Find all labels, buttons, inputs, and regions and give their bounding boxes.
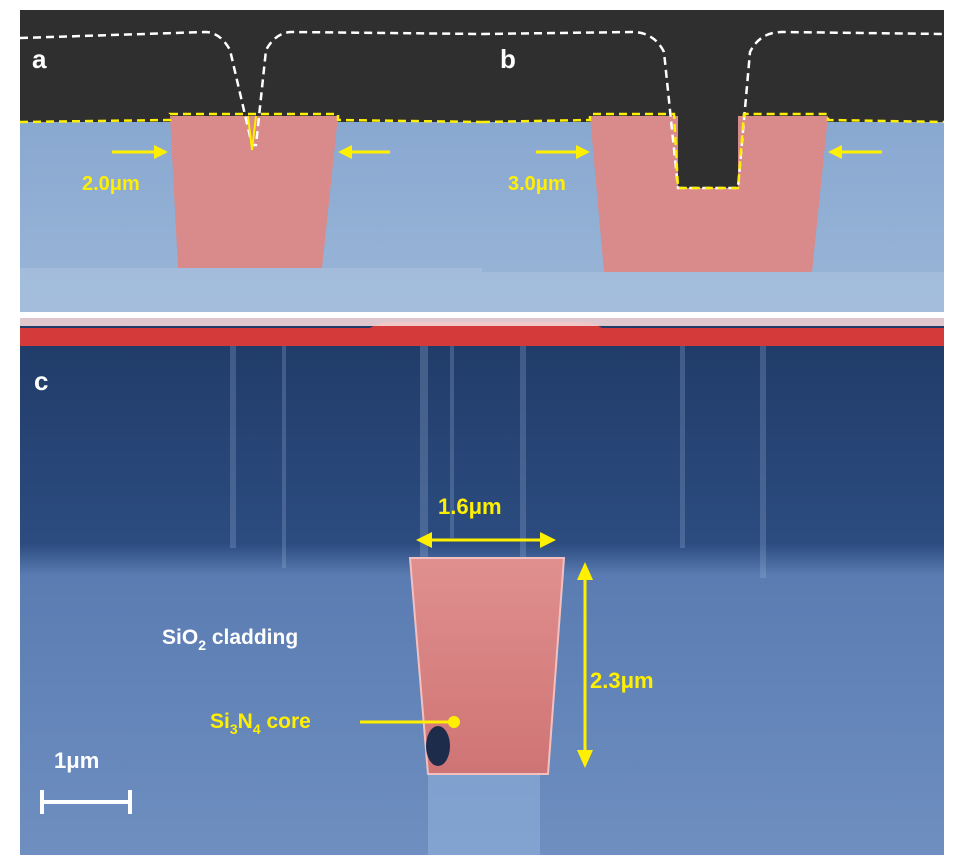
substrate-layer [20, 268, 482, 312]
width-label-c: 1.6μm [438, 494, 502, 519]
cladding-label: SiO2 cladding [162, 626, 298, 653]
panel-b: 3.0μm b [482, 10, 944, 312]
void [426, 726, 450, 766]
width-arrow-head-right [540, 532, 556, 548]
substrate-layer [482, 272, 944, 312]
panel-c: 1.6μm 2.3μm SiO2 cladding Si3N4 core 1μm… [20, 318, 944, 855]
core-cross-section [590, 116, 828, 272]
height-arrow-head-bottom [577, 750, 593, 768]
scale-bar-label: 1μm [54, 748, 99, 773]
trench [678, 116, 738, 188]
yellow-notch [247, 115, 257, 151]
right-arrow-head [828, 145, 842, 159]
panel-a-image: 2.0μm a [20, 10, 482, 312]
width-label-b: 3.0μm [508, 173, 566, 195]
white-dashed-profile [20, 30, 482, 147]
dark-top-layer [482, 10, 944, 122]
core-pointer-dot [448, 716, 460, 728]
height-label-c: 2.3μm [590, 668, 654, 693]
panel-label-b: b [500, 44, 516, 74]
height-arrow-head-top [577, 562, 593, 580]
right-arrow-head [338, 145, 352, 159]
columnar-texture [230, 338, 766, 578]
panel-a: 2.0μm a [20, 10, 482, 312]
top-red-layer [20, 322, 944, 346]
left-arrow-head [154, 145, 168, 159]
top-edge [20, 318, 944, 326]
panel-label-c: c [34, 366, 48, 396]
width-label-a: 2.0μm [82, 173, 140, 195]
width-arrow-head-left [416, 532, 432, 548]
panel-label-a: a [32, 44, 47, 74]
panel-c-image: 1.6μm 2.3μm SiO2 cladding Si3N4 core 1μm… [20, 318, 944, 855]
lower-band [428, 768, 540, 855]
core-cross-section [170, 116, 338, 268]
dark-top-layer [20, 10, 482, 122]
panel-b-image: 3.0μm b [482, 10, 944, 312]
core-label: Si3N4 core [210, 710, 311, 737]
yellow-dashed-outline [482, 112, 944, 190]
left-arrow-head [576, 145, 590, 159]
yellow-dashed-outline [20, 112, 482, 124]
